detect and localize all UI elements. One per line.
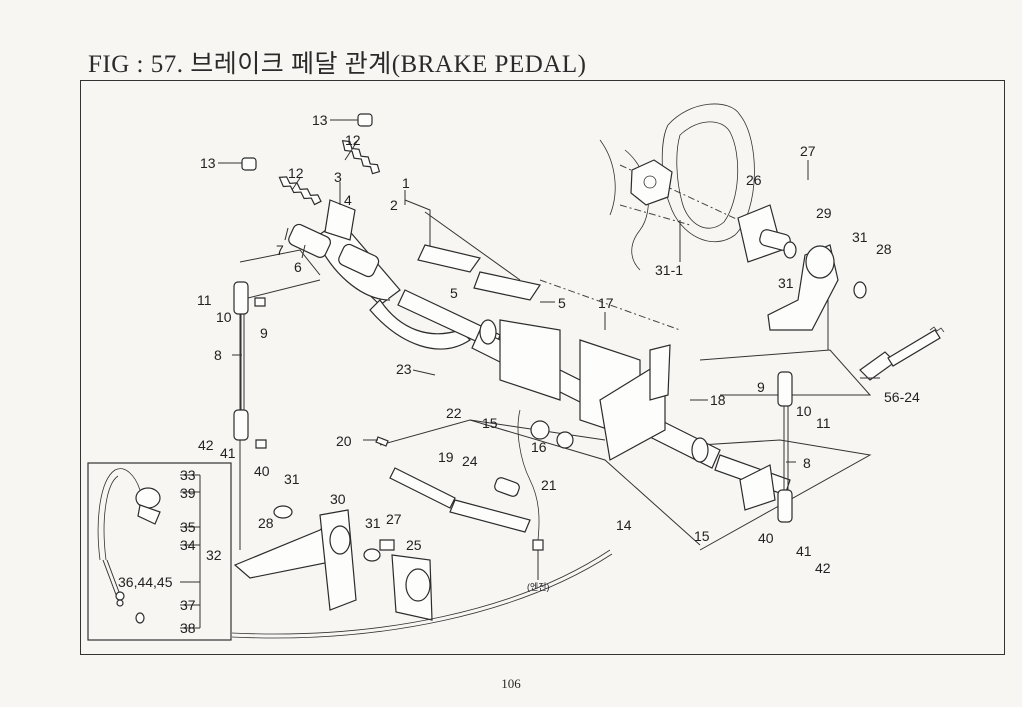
callout-56-24: 56-24: [884, 389, 920, 405]
callout-28: 28: [258, 515, 274, 531]
callout-8: 8: [803, 455, 811, 471]
callout-26: 26: [746, 172, 762, 188]
callout-22: 22: [446, 405, 462, 421]
callout-8: 8: [214, 347, 222, 363]
callout-32: 32: [206, 547, 222, 563]
callout-33: 33: [180, 467, 196, 483]
callout-31-1: 31-1: [655, 262, 683, 278]
callout-25: 25: [406, 537, 422, 553]
pedal-pad-b: [473, 271, 541, 301]
callout-42: 42: [815, 560, 831, 576]
callout-5: 5: [450, 285, 458, 301]
callout-28: 28: [876, 241, 892, 257]
page-number: 106: [501, 676, 521, 691]
callout-labels: 13 12 13 12 3 1 4 2 7 6 5 5 11 10 9 8 17…: [118, 112, 920, 636]
pedal-assembly: [288, 199, 541, 351]
callout-12: 12: [288, 165, 304, 181]
callout-31: 31: [365, 515, 381, 531]
callout-11: 11: [197, 292, 212, 308]
callout-4: 4: [344, 192, 352, 208]
callout-42: 42: [198, 437, 214, 453]
callout-37: 37: [180, 597, 196, 613]
callout-6: 6: [294, 259, 302, 275]
callout-14: 14: [616, 517, 632, 533]
callout-31: 31: [778, 275, 794, 291]
callout-40: 40: [758, 530, 774, 546]
callout-17: 17: [598, 295, 614, 311]
callout-38: 38: [180, 620, 196, 636]
brake-rod-right: [777, 371, 793, 523]
callout-16: 16: [531, 439, 547, 455]
callout-27: 27: [800, 143, 816, 159]
callout-35: 35: [180, 519, 196, 535]
bottom-pipe: [231, 549, 613, 639]
callout-41: 41: [220, 445, 236, 461]
inset-detail: [87, 462, 232, 641]
callout-31: 31: [284, 471, 300, 487]
callout-1: 1: [402, 175, 410, 191]
callout-15: 15: [694, 528, 710, 544]
pedal-pad-a: [417, 244, 482, 273]
callout-41: 41: [796, 543, 812, 559]
callout-39: 39: [180, 485, 196, 501]
right-lever-assembly: [737, 204, 945, 381]
brake-rod-left: [233, 281, 267, 449]
callout-12: 12: [345, 132, 361, 148]
callout-21: 21: [541, 477, 557, 493]
engine-housing: [599, 103, 755, 271]
callout-20: 20: [336, 433, 352, 449]
lower-lever-assembly: [233, 505, 433, 621]
spring-cap-left: [241, 157, 257, 171]
spring-cap-top: [357, 113, 373, 127]
callout-2: 2: [390, 197, 398, 213]
callout-29: 29: [816, 205, 832, 221]
engine-note: (엔진): [527, 582, 550, 592]
callout-3: 3: [334, 169, 342, 185]
callout-7: 7: [276, 242, 284, 258]
callout-9: 9: [260, 325, 268, 341]
callout-9: 9: [757, 379, 765, 395]
callout-19: 19: [438, 449, 454, 465]
return-spring-b: [278, 176, 322, 206]
callout-30: 30: [330, 491, 346, 507]
linkage-rods: [375, 409, 544, 580]
figure-title: FIG : 57. 브레이크 페달 관계(BRAKE PEDAL): [88, 51, 587, 78]
callout-36-44-45: 36,44,45: [118, 574, 173, 590]
callout-13: 13: [200, 155, 216, 171]
callout-10: 10: [216, 309, 232, 325]
callout-24: 24: [462, 453, 478, 469]
callout-10: 10: [796, 403, 812, 419]
leader-lines: [180, 119, 880, 629]
callout-34: 34: [180, 537, 196, 553]
callout-13: 13: [312, 112, 328, 128]
callout-15: 15: [482, 415, 498, 431]
callout-5: 5: [558, 295, 566, 311]
cross-shaft-assembly: [471, 319, 791, 511]
callout-23: 23: [396, 361, 412, 377]
callout-11: 11: [816, 415, 831, 431]
callout-18: 18: [710, 392, 726, 408]
diagram-frame: [80, 80, 1005, 655]
callout-40: 40: [254, 463, 270, 479]
callout-27: 27: [386, 511, 402, 527]
callout-31: 31: [852, 229, 868, 245]
